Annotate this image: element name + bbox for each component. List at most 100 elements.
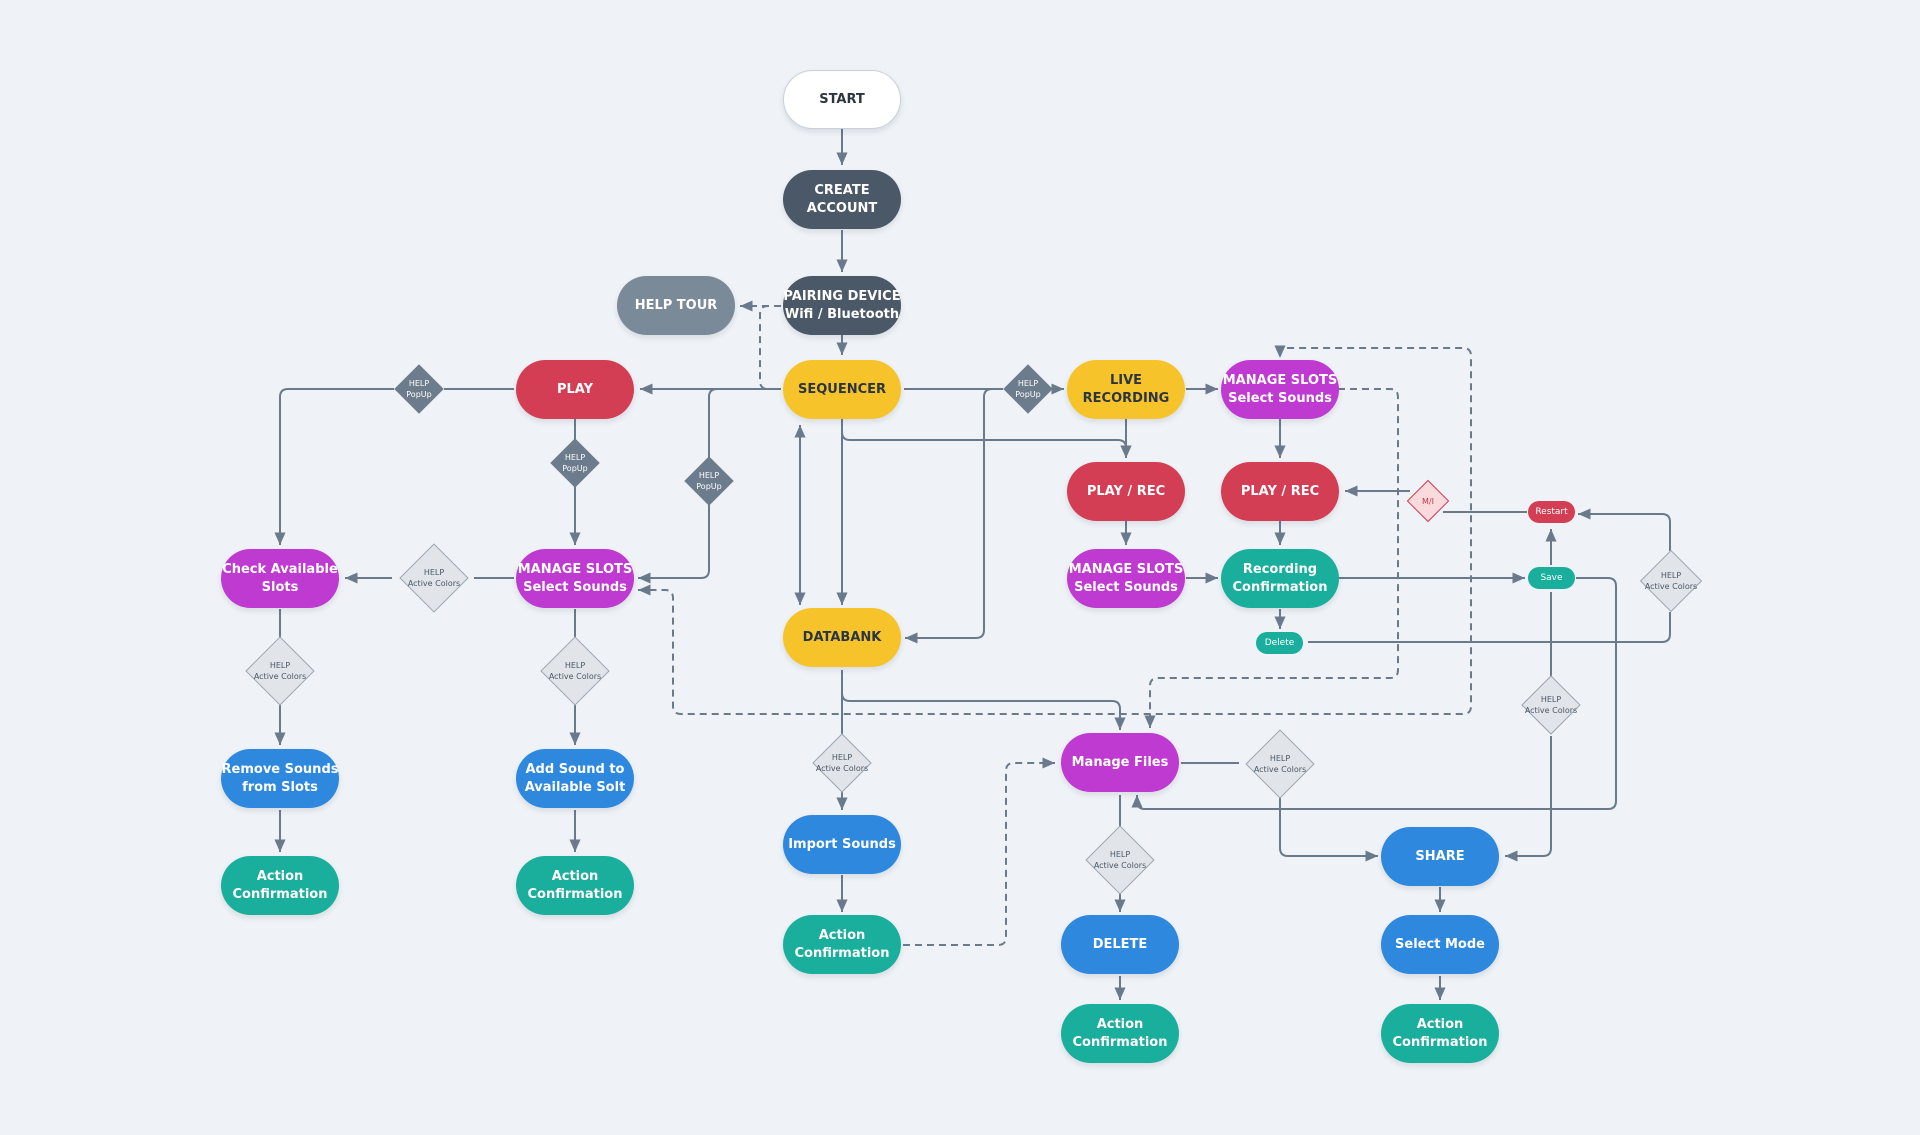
save-node[interactable]: Save [1528,567,1575,589]
diamond-text: HELP [1269,754,1291,763]
remove-sounds-label: Remove Sounds [221,761,339,777]
manage-slots-left-label: MANAGE SLOTS [517,561,633,577]
edge-diamond-share [1505,736,1552,862]
import-sounds-node[interactable]: Import Sounds [783,815,901,874]
recording-confirmation-node[interactable]: Recording Confirmation [1221,549,1339,608]
diamond-subtext: PopUp [1015,390,1041,399]
help-popup-diamond-play-left[interactable]: HELP PopUp [394,364,444,414]
restart-label: Restart [1535,507,1568,517]
help-tour-label: HELP TOUR [634,297,718,313]
edge-dashed-manageright-managefiles [1144,388,1399,728]
manage-slots-right-label: MANAGE SLOTS [1222,372,1338,388]
manage-files-node[interactable]: Manage Files [1061,733,1179,792]
diamond-subtext: PopUp [562,464,588,473]
delete-small-node[interactable]: Delete [1256,632,1303,654]
edge-databank-managefiles [841,670,1126,730]
add-sound-label: Add Sound to [525,761,625,777]
edge-delete-farright [1308,612,1671,643]
edge-save-managefiles [1131,577,1617,810]
diamond-subtext: Active Colors [407,579,461,588]
action-confirmation-node-4[interactable]: Action Confirmation [1061,1004,1179,1063]
diamond-subtext: Active Colors [1093,861,1147,870]
action-conf-1-label: Action [256,868,304,884]
recording-confirmation-label: Recording [1242,561,1318,577]
add-sound-sublabel: Available Solt [524,779,626,795]
help-tour-node[interactable]: HELP TOUR [617,276,735,335]
mi-diamond[interactable]: M/I [1406,479,1450,523]
share-node[interactable]: SHARE [1381,827,1499,886]
delete-node[interactable]: DELETE [1061,915,1179,974]
action-confirmation-node-3[interactable]: Action Confirmation [783,915,901,974]
create-account-node[interactable]: CREATE ACCOUNT [783,170,901,229]
edge-seq-junction [708,388,781,460]
action-conf-1-sublabel: Confirmation [232,886,328,902]
select-mode-node[interactable]: Select Mode [1381,915,1499,974]
databank-node[interactable]: DATABANK [783,608,901,667]
manage-slots-left-node[interactable]: MANAGE SLOTS Select Sounds [516,549,634,608]
import-sounds-label: Import Sounds [788,836,896,852]
play-node[interactable]: PLAY [516,360,634,419]
manage-slots-mid-node[interactable]: MANAGE SLOTS Select Sounds [1067,549,1185,608]
sequencer-label: SEQUENCER [797,381,887,397]
action-conf-5-label: Action [1416,1016,1464,1032]
diamond-text: HELP [1540,695,1562,704]
databank-label: DATABANK [802,629,882,645]
remove-sounds-sublabel: from Slots [242,779,318,795]
diamond-subtext: Active Colors [548,672,602,681]
pairing-device-node[interactable]: PAIRING DEVICE Wifi / Bluetooth [783,276,901,335]
diamond-text: HELP [564,661,586,670]
help-colors-diamond-left-mid[interactable]: HELP Active Colors [392,543,476,613]
action-confirmation-node-2[interactable]: Action Confirmation [516,856,634,915]
start-label: START [819,91,865,107]
action-conf-3-sublabel: Confirmation [794,945,890,961]
save-label: Save [1540,573,1563,583]
play-rec-node-1[interactable]: PLAY / REC [1067,462,1185,521]
diamond-subtext: Active Colors [253,672,307,681]
diamond-subtext: Active Colors [1644,582,1698,591]
action-confirmation-node-1[interactable]: Action Confirmation [221,856,339,915]
diamond-text: HELP [423,568,445,577]
play-rec-node-2[interactable]: PLAY / REC [1221,462,1339,521]
pairing-device-label: PAIRING DEVICE [783,288,901,304]
help-popup-diamond-play-down[interactable]: HELP PopUp [550,438,600,488]
check-slots-sublabel: Slots [261,579,299,595]
diamond-text: HELP [408,379,430,388]
play-label: PLAY [556,381,594,397]
remove-sounds-node[interactable]: Remove Sounds from Slots [221,749,339,808]
restart-node[interactable]: Restart [1528,501,1575,523]
start-node[interactable]: START [783,70,901,129]
sequencer-node[interactable]: SEQUENCER [783,360,901,419]
action-conf-2-label: Action [551,868,599,884]
diamond-text: HELP [831,753,853,762]
help-colors-diamond-save-down[interactable]: HELP Active Colors [1515,675,1587,735]
action-confirmation-node-5[interactable]: Action Confirmation [1381,1004,1499,1063]
pairing-device-sublabel: Wifi / Bluetooth [784,306,900,322]
create-account-label: CREATE ACCOUNT [806,182,878,216]
diamond-subtext: PopUp [406,390,432,399]
live-recording-node[interactable]: LIVE RECORDING [1067,360,1185,419]
edge-farright-restart [1578,508,1671,551]
add-sound-node[interactable]: Add Sound to Available Solt [516,749,634,808]
live-recording-label: LIVE RECORDING [1082,372,1170,406]
play-rec-1-label: PLAY / REC [1086,483,1166,499]
check-available-slots-node[interactable]: Check Available Slots [221,549,339,608]
delete-small-label: Delete [1264,638,1295,648]
edge-diamond-share-branch [1279,797,1378,862]
share-label: SHARE [1415,848,1465,864]
diamond-text: HELP [564,453,586,462]
manage-slots-right-node[interactable]: MANAGE SLOTS Select Sounds [1221,360,1339,419]
diamond-subtext: Active Colors [1524,706,1578,715]
action-conf-2-sublabel: Confirmation [527,886,623,902]
manage-slots-mid-label: MANAGE SLOTS [1068,561,1184,577]
diamond-subtext: PopUp [696,482,722,491]
help-colors-diamond-manage-down[interactable]: HELP Active Colors [533,636,617,706]
